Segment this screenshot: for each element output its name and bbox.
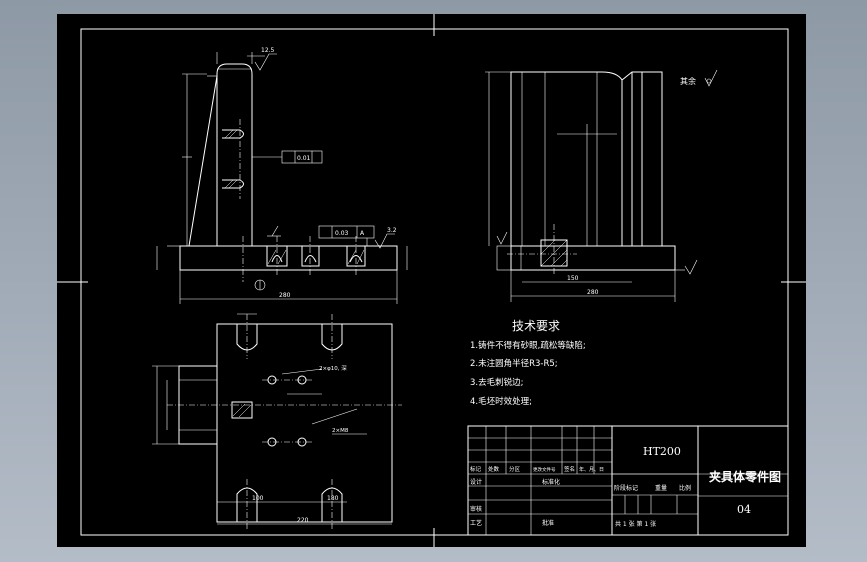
tech-requirements: 技术要求 1.铸件不得有砂眼,疏松等缺陷; 2.未注圆角半径R3-R5; 3.去…: [470, 319, 586, 407]
tech-item-2: 2.未注圆角半径R3-R5;: [470, 358, 558, 369]
datum-label: A: [360, 230, 365, 237]
roughness-right: 3.2: [387, 227, 397, 234]
tol-parallel: 0.03: [335, 230, 349, 237]
surface-note: 其余: [680, 76, 696, 86]
sheet-info: 共 1 张 第 1 张: [615, 520, 656, 528]
part-name-text: 夹具体零件图: [709, 469, 781, 484]
tech-item-4: 4.毛坯时效处理;: [470, 396, 532, 407]
row-label-sign: 签名: [564, 465, 575, 473]
row-label-zone: 分区: [509, 465, 521, 473]
dim-side-mid: 150: [567, 275, 579, 282]
standardization-label: 标准化: [542, 478, 560, 486]
row-label-change: 更改文件号: [533, 466, 556, 473]
cad-drawing: 技术要求 1.铸件不得有砂眼,疏松等缺陷; 2.未注圆角半径R3-R5; 3.去…: [57, 14, 806, 547]
row-label-date: 年、月、日: [579, 466, 604, 473]
designer-label: 设计: [470, 478, 482, 486]
side-view: [485, 69, 718, 302]
tech-item-3: 3.去毛刺锐边;: [470, 377, 523, 388]
top-view: [152, 313, 402, 529]
stage-label: 阶段标记: [614, 484, 638, 492]
dim-bottom-left: 100: [252, 495, 264, 502]
dimension-texts: 280 280 150 220 100 180 12.5 3.2 0.01 0.…: [252, 47, 599, 524]
tol-flatness: 0.01: [297, 155, 311, 162]
front-view: [156, 52, 408, 304]
drawing-sheet: 技术要求 1.铸件不得有砂眼,疏松等缺陷; 2.未注圆角半径R3-R5; 3.去…: [57, 14, 806, 547]
thread-note: 2×M8: [332, 428, 349, 434]
row-label-mark: 标记: [470, 465, 482, 473]
hole-note: 2×φ10, 深: [319, 364, 347, 372]
roughness-top: 12.5: [261, 47, 275, 54]
weight-label: 重量: [655, 484, 667, 492]
dim-bottom-right: 180: [327, 495, 339, 502]
title-block: HT200 夹具体零件图 04 标记 处数 分区 更改文件号 签名 年、月、日 …: [467, 425, 789, 536]
drawing-number-text: 04: [737, 503, 751, 516]
checker-label: 审核: [470, 505, 482, 513]
tech-title: 技术要求: [512, 319, 560, 333]
process-label: 工艺: [470, 519, 482, 527]
material-text: HT200: [643, 445, 681, 458]
tech-item-1: 1.铸件不得有砂眼,疏松等缺陷;: [470, 340, 586, 351]
dim-top-width: 220: [297, 517, 309, 524]
dim-front-width: 280: [279, 292, 291, 299]
approve-label: 批准: [542, 519, 554, 527]
dim-side-width: 280: [587, 289, 599, 296]
row-label-count: 处数: [488, 465, 500, 473]
scale-label: 比例: [679, 484, 691, 492]
